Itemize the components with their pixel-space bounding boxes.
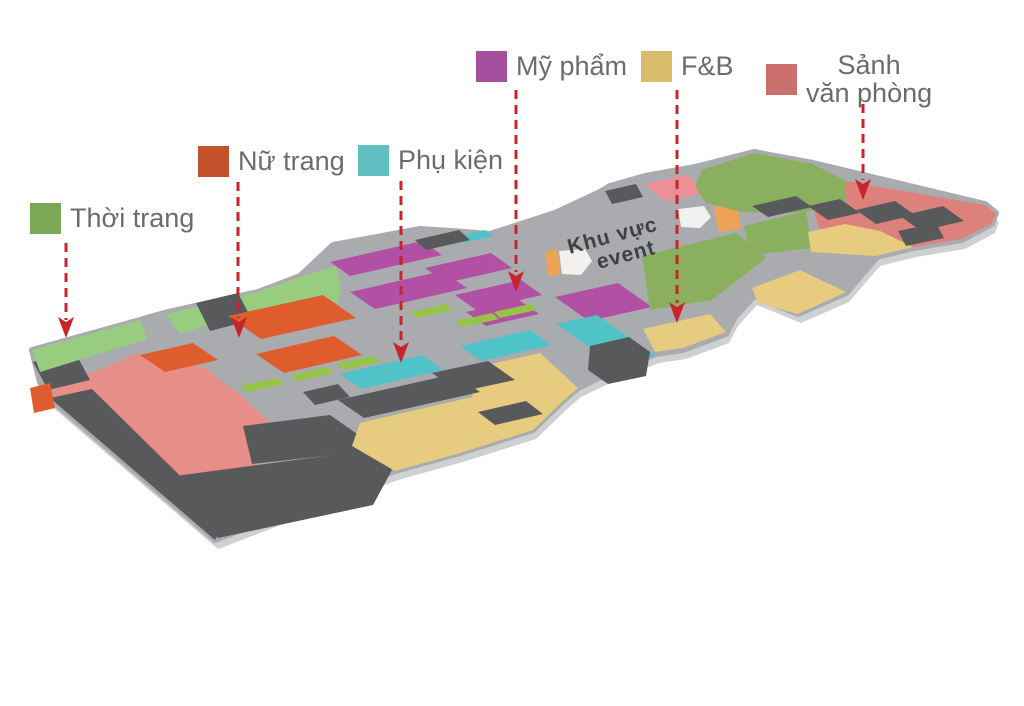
zone-dark-left-band xyxy=(50,389,225,540)
zone-dark-mid-3 xyxy=(588,337,650,384)
zone-fnb-target xyxy=(643,314,726,352)
legend-item-fnb: F&B xyxy=(641,51,734,82)
zone-green-strip-2 xyxy=(290,367,334,381)
accessories-label: Phụ kiện xyxy=(398,145,504,176)
zone-green-strip-4 xyxy=(410,304,453,318)
zone-fnb-middle xyxy=(352,353,578,471)
jewelry-label: Nữ trang xyxy=(238,146,345,177)
arrow-my-pham-head xyxy=(508,271,524,292)
legend-item-accessories: Phụ kiện xyxy=(358,145,503,176)
arrow-thoi-trang xyxy=(58,243,74,338)
zone-dark-top-edge xyxy=(605,184,643,204)
zone-dark-wing-1 xyxy=(752,196,812,217)
zone-dark-wing-4 xyxy=(900,206,964,231)
zone-accessories-2 xyxy=(460,330,551,361)
zone-green-strip-5 xyxy=(456,313,499,327)
office-lobby-label-line2: văn phòng xyxy=(806,78,933,109)
zone-green-wing-b2 xyxy=(744,211,812,255)
zone-jewelry-a xyxy=(140,343,218,372)
zone-cosmetics-4 xyxy=(455,280,542,310)
zone-green-strip-6 xyxy=(494,304,537,318)
legend-item-cosmetics: Mỹ phẩm xyxy=(476,51,627,82)
zone-accessories-1 xyxy=(340,355,443,389)
zone-office-lobby-left xyxy=(50,353,280,478)
arrow-phu-kien-head xyxy=(393,342,409,363)
zone-dark-wing-3 xyxy=(856,201,915,224)
zone-fashion-wing xyxy=(695,153,846,213)
arrow-sanh-van-phong-head xyxy=(855,179,871,200)
zone-dark-bottom-band xyxy=(160,449,392,538)
zone-cosmetics-1 xyxy=(330,241,442,276)
zone-dark-mid-6 xyxy=(303,384,350,405)
arrow-nu-trang-head xyxy=(231,317,247,338)
zone-dark-bottom-right xyxy=(243,415,380,464)
arrow-fnb xyxy=(669,90,685,323)
office-lobby-label-line1: Sảnh xyxy=(837,50,901,80)
zone-jewelry-c xyxy=(256,336,362,373)
arrow-phu-kien xyxy=(393,181,409,363)
arrow-nu-trang xyxy=(231,182,247,338)
jewelry-swatch xyxy=(198,146,229,177)
escalator-2-orange xyxy=(714,204,741,232)
arrow-thoi-trang-head xyxy=(58,317,74,338)
zone-fashion-strip-1 xyxy=(32,320,147,372)
zone-cosmetics-6 xyxy=(555,283,652,321)
zone-cosmetics-2 xyxy=(350,271,467,309)
legend-item-fashion: Thời trang xyxy=(30,203,194,234)
zone-dark-mid-1 xyxy=(415,230,470,250)
zone-fnb-wing-2 xyxy=(808,224,913,256)
office-lobby-label: Sảnh văn phòng xyxy=(806,51,932,108)
zone-dark-wing-5 xyxy=(898,223,944,246)
zone-fnb-wing-1 xyxy=(752,270,846,314)
zone-dark-wing-2 xyxy=(808,199,860,220)
cosmetics-swatch xyxy=(476,51,507,82)
zone-jewelry-d xyxy=(30,383,55,413)
office-lobby-swatch xyxy=(766,63,797,95)
zone-cosmetics-3 xyxy=(425,253,512,283)
legend-item-office-lobby: Sảnh văn phòng xyxy=(766,51,932,108)
zone-green-wing-b1 xyxy=(642,233,766,310)
cosmetics-label: Mỹ phẩm xyxy=(516,51,628,82)
arrow-fnb-head xyxy=(669,302,685,323)
fnb-swatch xyxy=(641,51,672,82)
arrow-sanh-van-phong xyxy=(855,104,871,200)
zone-jewelry-b xyxy=(228,295,356,339)
fnb-label: F&B xyxy=(681,51,734,82)
legend-item-jewelry: Nữ trang xyxy=(198,146,345,177)
zone-green-strip-3 xyxy=(336,356,380,370)
escalator-1-icon xyxy=(559,249,592,275)
escalator-2-icon xyxy=(678,206,711,228)
zone-green-strip-1 xyxy=(240,378,284,392)
arrow-my-pham xyxy=(508,90,524,292)
accessories-swatch xyxy=(358,145,389,176)
escalator-1-orange xyxy=(545,249,561,277)
fashion-swatch xyxy=(30,203,61,234)
fashion-label: Thời trang xyxy=(70,203,195,234)
zone-dark-mid-5 xyxy=(478,401,543,425)
zone-dark-mid-4 xyxy=(338,374,480,418)
